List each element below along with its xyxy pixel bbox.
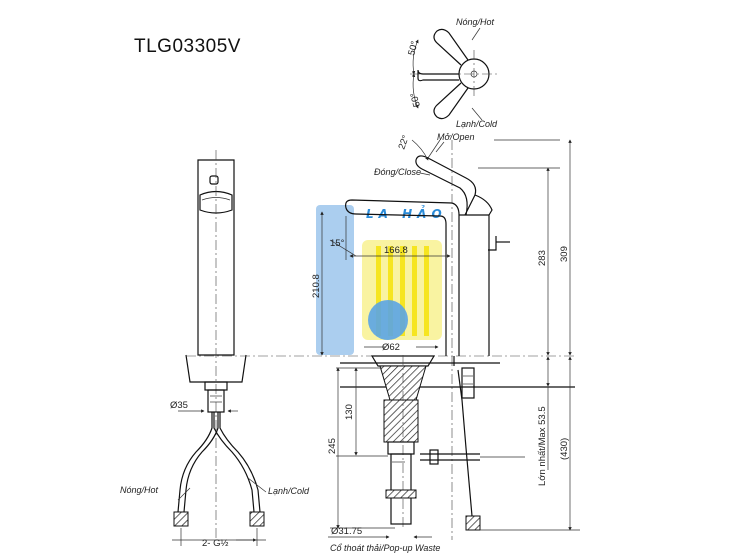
- max-thickness-label: Lớn nhất/Max 53.5: [537, 406, 548, 486]
- popup-waste-label: Cổ thoát thải/Pop-up Waste: [330, 543, 440, 553]
- height-283-label: 283: [537, 250, 548, 266]
- waste-diameter-label: Ø31.75: [331, 526, 362, 537]
- dim-245-label: 245: [327, 438, 338, 454]
- reach-label: 166.8: [384, 245, 408, 256]
- watermark-text: LA HẢO: [366, 205, 447, 221]
- spout-height-label: 210.8: [311, 274, 322, 298]
- faucet-front-view: 22° Mở/Open Đóng/Close 15° 166.8 210.8 2…: [311, 132, 580, 553]
- watermark-blue-dot: [368, 300, 408, 340]
- lever-angle-label: 22°: [396, 134, 411, 151]
- hose-hot-label: Nóng/Hot: [120, 485, 159, 495]
- model-title: TLG03305V: [134, 36, 241, 57]
- hose-cold-label: Lạnh/Cold: [268, 486, 310, 496]
- handle-cold-label: Lạnh/Cold: [456, 119, 498, 129]
- height-309-label: 309: [559, 246, 570, 262]
- watermark-blue-bar: [316, 205, 354, 355]
- lever-close-label: Đóng/Close: [374, 167, 421, 177]
- base-diameter-label: Ø62: [382, 342, 400, 353]
- thread-size-label: 2- G½: [202, 538, 228, 549]
- faucet-side-view: Ø35 Nóng/Hot Lạnh/Cold 2- G½: [120, 150, 310, 549]
- hose-length-label: (430): [559, 438, 570, 460]
- lever-open-label: Mở/Open: [437, 132, 474, 142]
- handle-hot-label: Nóng/Hot: [456, 17, 495, 27]
- thread-diameter-label: Ø35: [170, 400, 188, 411]
- spout-angle-label: 15°: [330, 238, 345, 249]
- angle-hot-label: 50°: [406, 40, 420, 57]
- watermark-logo: LA HẢO: [316, 205, 447, 355]
- dim-130-label: 130: [344, 404, 355, 420]
- handle-top-view: 50° 50° Nóng/Hot Lạnh/Cold: [406, 17, 500, 129]
- angle-cold-label: 50°: [409, 91, 423, 108]
